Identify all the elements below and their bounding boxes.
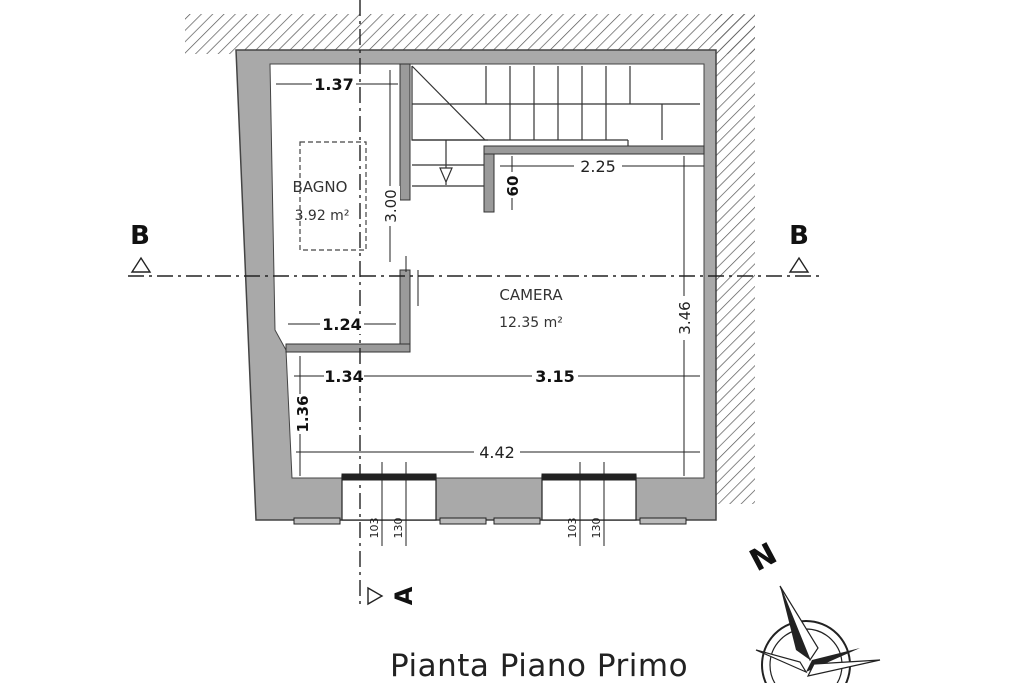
section-marker-bottom: A	[367, 586, 418, 605]
section-marker-left: B	[130, 221, 152, 273]
room-camera-area: 12.35 m²	[499, 315, 563, 331]
room-bagno-name: BAGNO	[293, 178, 348, 196]
dim-bagno-width-bottom: 1.24	[322, 315, 361, 334]
room-camera-name: CAMERA	[499, 286, 563, 304]
windows	[293, 473, 687, 525]
dim-lower-left-width: 1.34	[324, 367, 363, 386]
dim-window-1-a: 103	[368, 518, 381, 539]
section-lines	[128, 0, 820, 606]
dim-stair-depth: 60	[504, 176, 522, 197]
compass-label: N	[744, 536, 783, 579]
dim-lower-left-height: 1.36	[294, 395, 312, 432]
dim-window-1-b: 130	[392, 518, 405, 539]
dim-window-2-a: 103	[566, 518, 579, 539]
section-marker-right: B	[788, 221, 810, 273]
dimension-labels: 1.37 3.00 1.24 2.25 60 3.46 1.34 3.15 1.…	[292, 72, 694, 539]
section-label-left: B	[130, 221, 150, 251]
section-label-bottom: A	[390, 586, 418, 605]
room-labels: BAGNO 3.92 m² CAMERA 12.35 m²	[293, 178, 564, 331]
north-arrow: N	[744, 536, 881, 683]
dim-window-2-b: 130	[590, 518, 603, 539]
adjacent-building-hatch	[185, 14, 755, 504]
staircase	[411, 65, 700, 187]
dim-total-width: 4.42	[479, 443, 515, 462]
section-label-right: B	[789, 221, 809, 251]
dim-stair-landing: 2.25	[580, 157, 616, 176]
plan-title: Pianta Piano Primo	[390, 648, 689, 684]
dim-bagno-height: 3.00	[382, 189, 400, 222]
room-bagno-area: 3.92 m²	[295, 208, 350, 224]
shower-box	[299, 141, 367, 251]
dim-camera-height: 3.46	[676, 301, 694, 334]
dim-bagno-width-top: 1.37	[314, 75, 353, 94]
dim-camera-width: 3.15	[535, 367, 574, 386]
interior-walls	[285, 63, 705, 353]
